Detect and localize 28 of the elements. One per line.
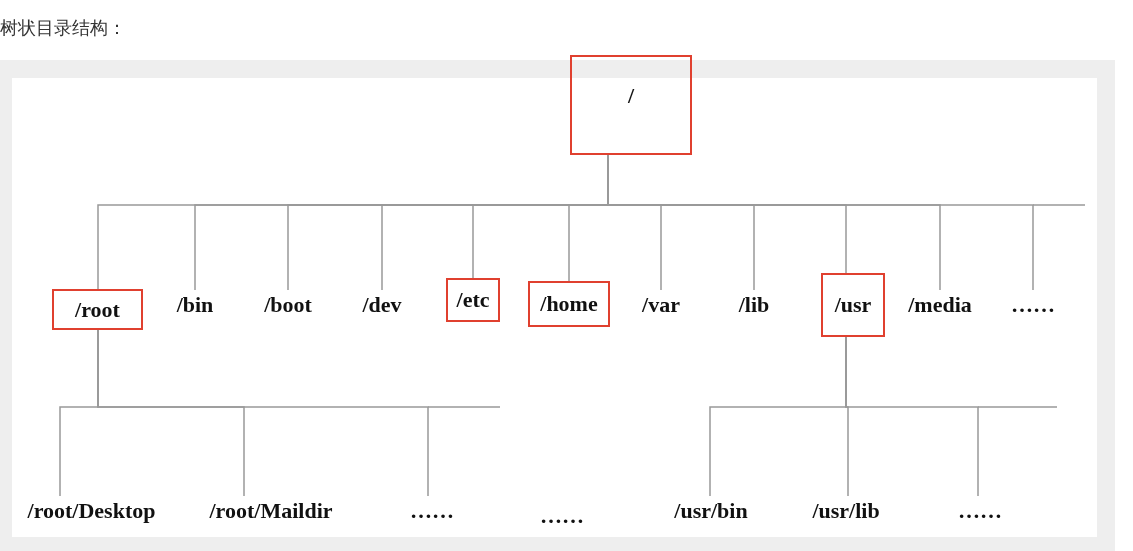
- directory-name: /usr/lib: [812, 500, 880, 522]
- highlight-box: [821, 273, 885, 337]
- tree-line: [845, 336, 979, 497]
- directory-name: /var: [642, 294, 680, 316]
- directory-name: /boot: [264, 294, 312, 316]
- highlight-box: [528, 281, 610, 327]
- highlight-box: [52, 289, 143, 330]
- heading: 树状目录结构：: [0, 16, 126, 40]
- directory-name: /root/Maildir: [209, 500, 333, 522]
- directory-name: ……: [958, 500, 1002, 522]
- directory-name: /usr: [834, 294, 872, 316]
- directory-name: /: [627, 85, 635, 107]
- directory-name: /root: [75, 298, 120, 321]
- highlight-box: [446, 278, 500, 322]
- directory-name: /bin: [176, 294, 214, 316]
- directory-name: /media: [908, 294, 972, 316]
- directory-name: /dev: [362, 294, 402, 316]
- tree-line: [97, 329, 429, 497]
- ellipsis-text: ……: [540, 505, 584, 527]
- directory-name: /lib: [738, 294, 770, 316]
- directory-name: ……: [410, 500, 454, 522]
- tree-line: [607, 154, 1034, 291]
- directory-name: ……: [1011, 294, 1055, 316]
- directory-name: /etc: [456, 289, 490, 311]
- directory-name: /home: [540, 293, 598, 315]
- highlight-box: [570, 55, 692, 155]
- directory-name: /usr/bin: [674, 500, 748, 522]
- directory-name: /root/Desktop: [27, 500, 156, 522]
